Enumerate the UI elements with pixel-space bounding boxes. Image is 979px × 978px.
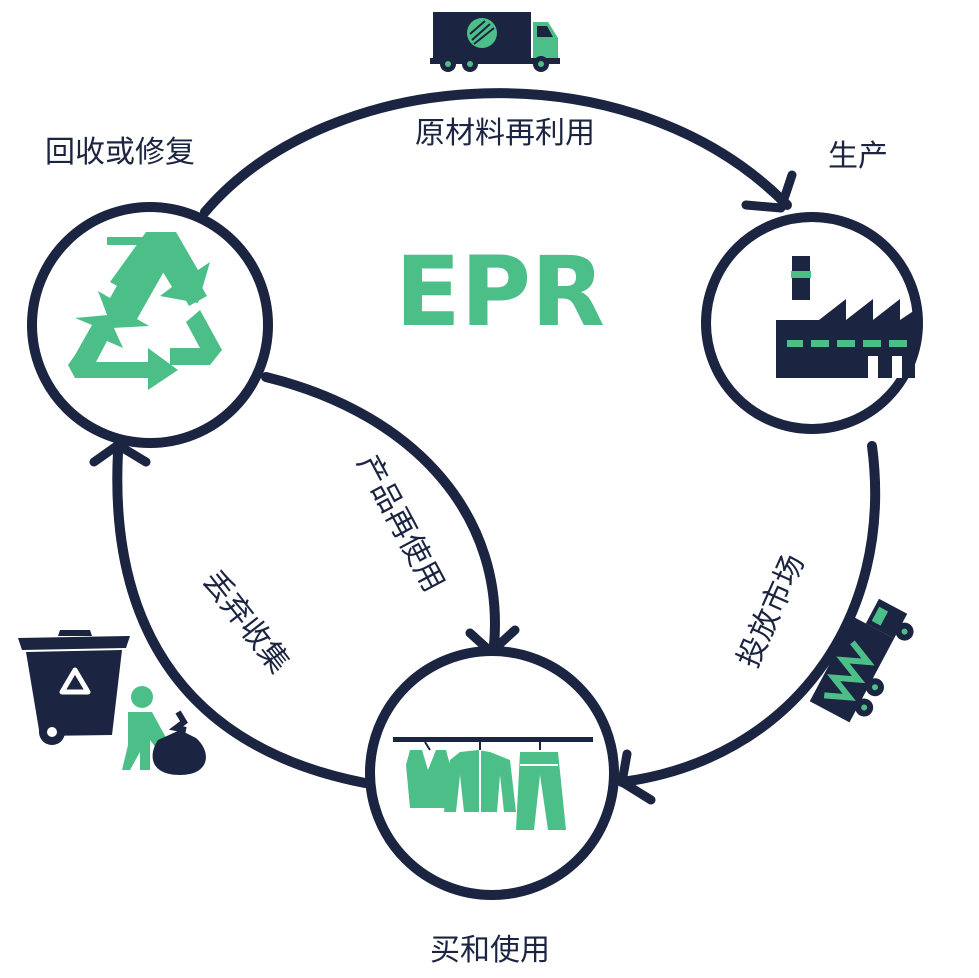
person-with-trash-bag-icon bbox=[122, 686, 206, 775]
node-recycle bbox=[27, 202, 273, 448]
delivery-truck-icon bbox=[430, 12, 560, 72]
edge-to-market bbox=[617, 441, 881, 787]
arrowhead-to-use-right bbox=[617, 749, 656, 805]
cycle-edges bbox=[112, 88, 881, 788]
edge-raw-material-reuse bbox=[200, 88, 792, 217]
node-recycle-label: 回收或修复 bbox=[45, 135, 195, 170]
node-production-label: 生产 bbox=[828, 139, 888, 174]
clothes-rack-icon bbox=[393, 737, 593, 830]
node-recycle-circle bbox=[27, 202, 273, 448]
garbage-truck-icon bbox=[809, 598, 914, 723]
node-use-label: 买和使用 bbox=[430, 933, 550, 968]
edge-discard-collect bbox=[112, 447, 370, 788]
node-production bbox=[701, 212, 923, 434]
arrowheads bbox=[89, 170, 797, 805]
recycle-icon bbox=[68, 232, 222, 390]
node-use bbox=[365, 646, 619, 900]
edge-discard-collect-label: 丢弃收集 bbox=[195, 564, 296, 680]
edge-to-market-label: 投放市场 bbox=[731, 549, 812, 673]
factory-icon bbox=[776, 256, 915, 378]
diagram-title: EPR bbox=[395, 236, 605, 348]
trash-bin-icon bbox=[18, 630, 130, 745]
edge-raw-material-reuse-label: 原材料再利用 bbox=[415, 116, 595, 151]
arrowhead-to-production bbox=[741, 170, 797, 213]
arrowhead-to-recycle bbox=[89, 440, 151, 467]
edge-product-reuse bbox=[261, 372, 500, 650]
